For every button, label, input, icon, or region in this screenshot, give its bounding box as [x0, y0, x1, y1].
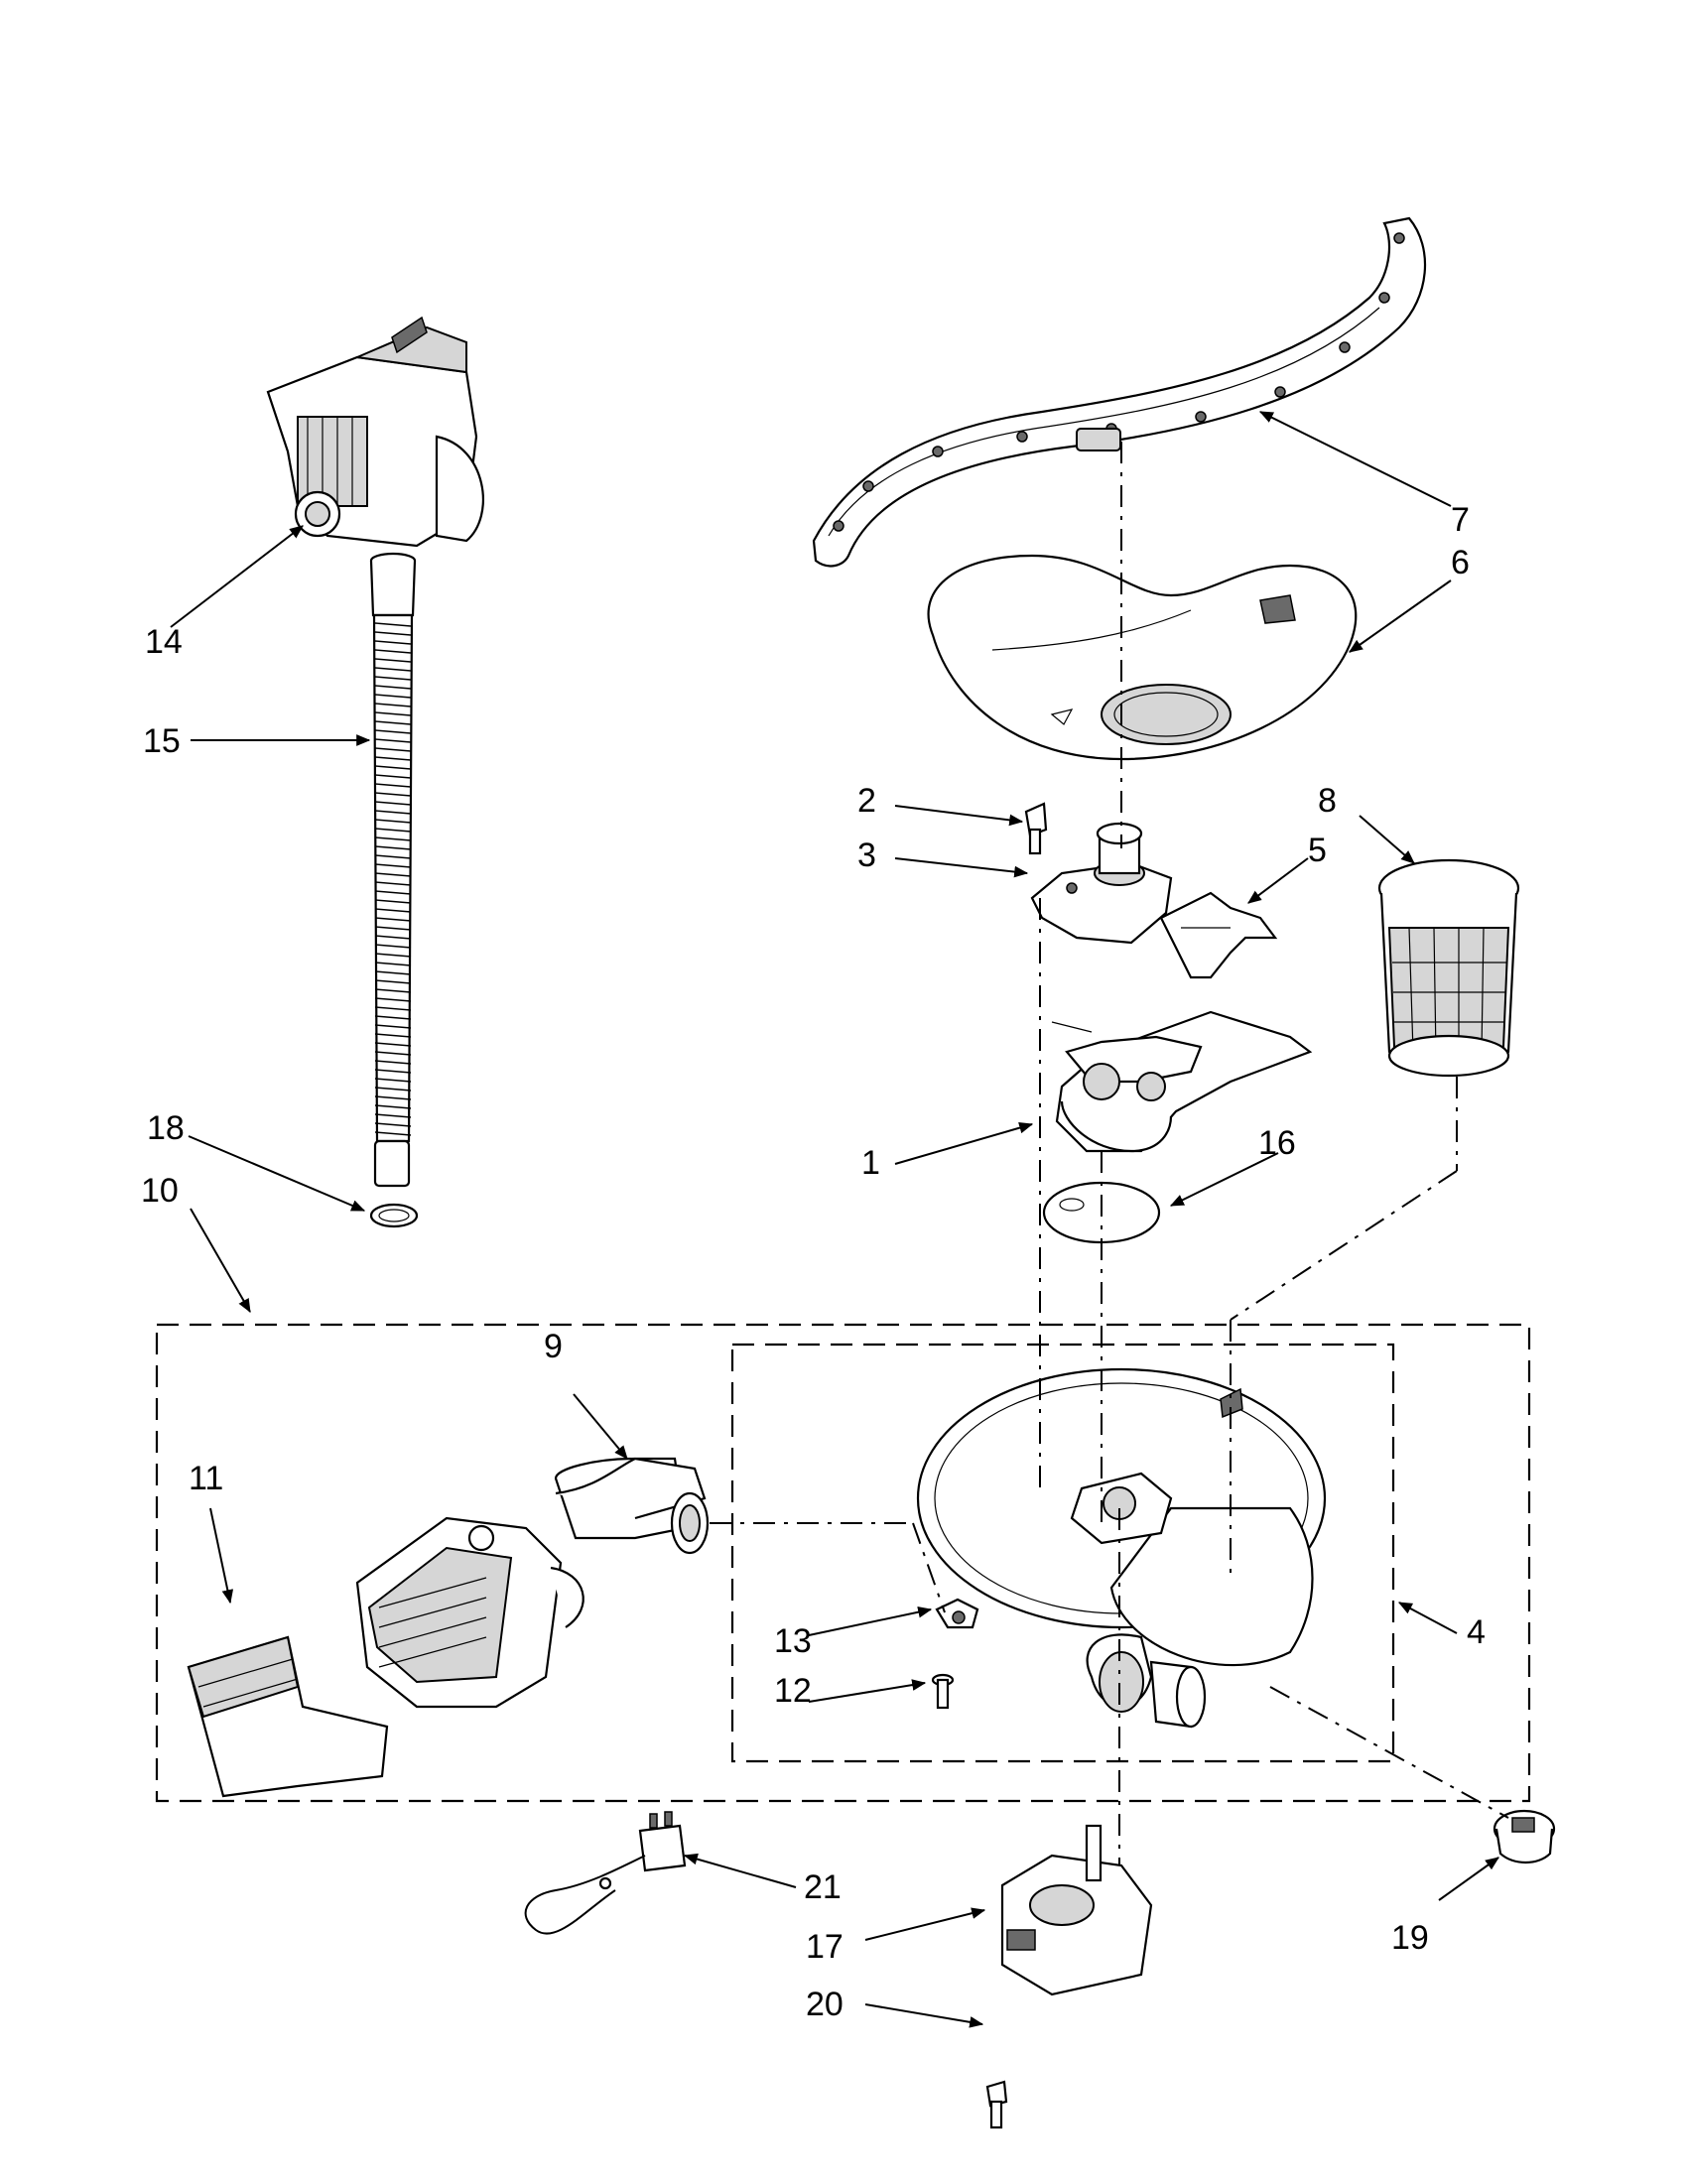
drain-pump-part: [266, 316, 484, 548]
callout-11: 11: [189, 1460, 224, 1497]
callout-9: 9: [544, 1328, 563, 1365]
callout-6: 6: [1451, 544, 1470, 581]
callout-21: 21: [804, 1868, 842, 1906]
callout-4: 4: [1467, 1613, 1486, 1651]
sump-part: [916, 1367, 1327, 1729]
callout-19: 19: [1391, 1919, 1429, 1957]
screw-part: [1024, 802, 1048, 855]
sensor-part: [1493, 1809, 1556, 1864]
hose-clamp-part: [369, 1203, 419, 1228]
housing-part: [1030, 822, 1173, 945]
diverter-part: [1159, 891, 1278, 979]
callout-13: 13: [774, 1622, 812, 1660]
callout-1: 1: [861, 1144, 880, 1182]
callout-14: 14: [145, 623, 183, 661]
callout-17: 17: [806, 1928, 844, 1966]
callout-18: 18: [147, 1109, 185, 1147]
bracket-screw-part: [931, 1673, 955, 1710]
pump-cover-part: [187, 1635, 389, 1798]
spray-shield-part: [927, 554, 1358, 761]
bracket-part: [935, 1598, 979, 1629]
hose-connector-part: [554, 1457, 710, 1555]
circulation-pump-part: [355, 1516, 584, 1709]
assembly-inner-box: [730, 1343, 1395, 1763]
callout-3: 3: [857, 836, 876, 874]
pump-plate-part: [1051, 1010, 1313, 1153]
callout-16: 16: [1258, 1124, 1296, 1162]
spray-arm-part: [812, 216, 1427, 568]
callout-15: 15: [143, 722, 181, 760]
assembly-outer-box: [155, 1323, 1531, 1803]
callout-2: 2: [857, 782, 876, 820]
diverter-motor-part: [1000, 1824, 1153, 1996]
motor-screw-part: [985, 2080, 1008, 2129]
filter-part: [1377, 858, 1520, 1078]
drain-hose-part: [369, 552, 417, 1188]
callout-10: 10: [141, 1172, 179, 1210]
callout-12: 12: [774, 1672, 812, 1710]
callout-7: 7: [1451, 501, 1470, 539]
wire-harness-part: [524, 1811, 687, 1935]
callout-20: 20: [806, 1986, 844, 2023]
callout-5: 5: [1308, 832, 1327, 869]
callout-8: 8: [1318, 782, 1337, 820]
